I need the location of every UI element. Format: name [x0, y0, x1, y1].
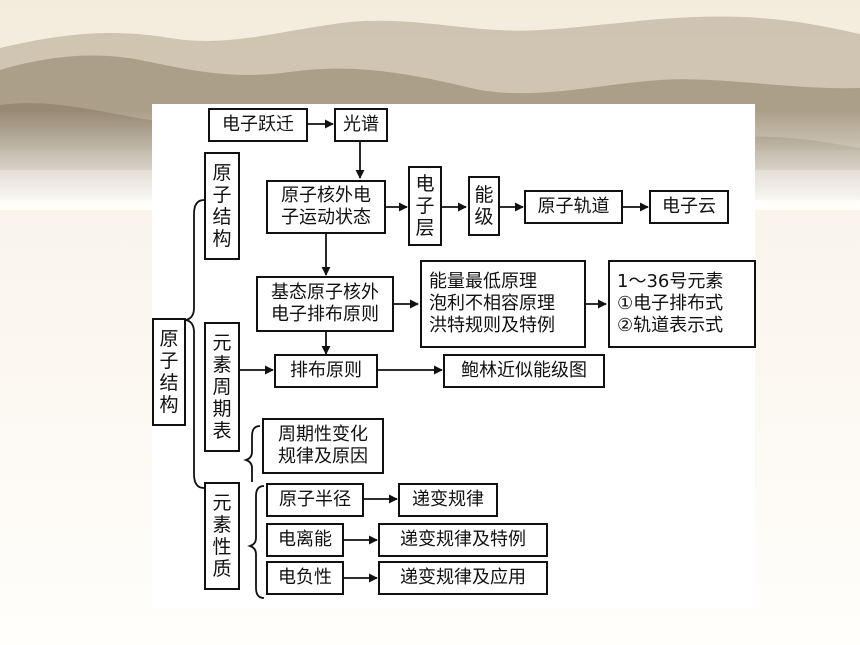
electron-cloud-box: 电子云 [649, 190, 729, 224]
arrangement-principle-box: 排布原则 [274, 354, 378, 388]
periodic-variation-box: 周期性变化 规律及原因 [262, 418, 384, 474]
electronegativity-trend-box: 递变规律及应用 [378, 561, 548, 595]
diagram-panel: 原 子 结 构 原 子 结 构 元 素 周 期 表 元 素 性 质 电子跃迁 光… [152, 104, 756, 608]
electron-shell-box: 电 子 层 [408, 166, 442, 246]
connector-layer [185, 119, 649, 599]
elements-1-36-box: 1～36号元素 ①电子排布式 ②轨道表示式 [608, 260, 756, 348]
periodic-table-brace [243, 425, 261, 482]
ground-state-principles-box: 基态原子核外 电子排布原则 [256, 276, 394, 332]
electronegativity-box: 电负性 [266, 561, 344, 595]
atom-structure-node: 原 子 结 构 [204, 152, 240, 260]
principles-list-box: 能量最低原理 泡利不相容原理 洪特规则及特例 [420, 260, 586, 348]
pauling-diagram-box: 鲍林近似能级图 [443, 354, 605, 388]
electron-transition-box: 电子跃迁 [208, 108, 308, 142]
ionization-trend-box: 递变规律及特例 [378, 523, 548, 557]
root-node: 原 子 结 构 [152, 318, 186, 426]
radius-trend-box: 递变规律 [398, 483, 498, 517]
atomic-orbital-box: 原子轨道 [524, 190, 623, 224]
root-brace [185, 199, 205, 489]
periodic-table-node: 元 素 周 期 表 [204, 322, 240, 452]
atomic-radius-box: 原子半径 [266, 483, 364, 517]
extranuclear-motion-box: 原子核外电 子运动状态 [266, 180, 386, 234]
element-properties-brace [247, 485, 265, 599]
element-properties-node: 元 素 性 质 [204, 482, 240, 590]
ionization-energy-box: 电离能 [266, 523, 344, 557]
spectrum-box: 光谱 [334, 108, 388, 142]
energy-level-box: 能 级 [468, 176, 500, 236]
